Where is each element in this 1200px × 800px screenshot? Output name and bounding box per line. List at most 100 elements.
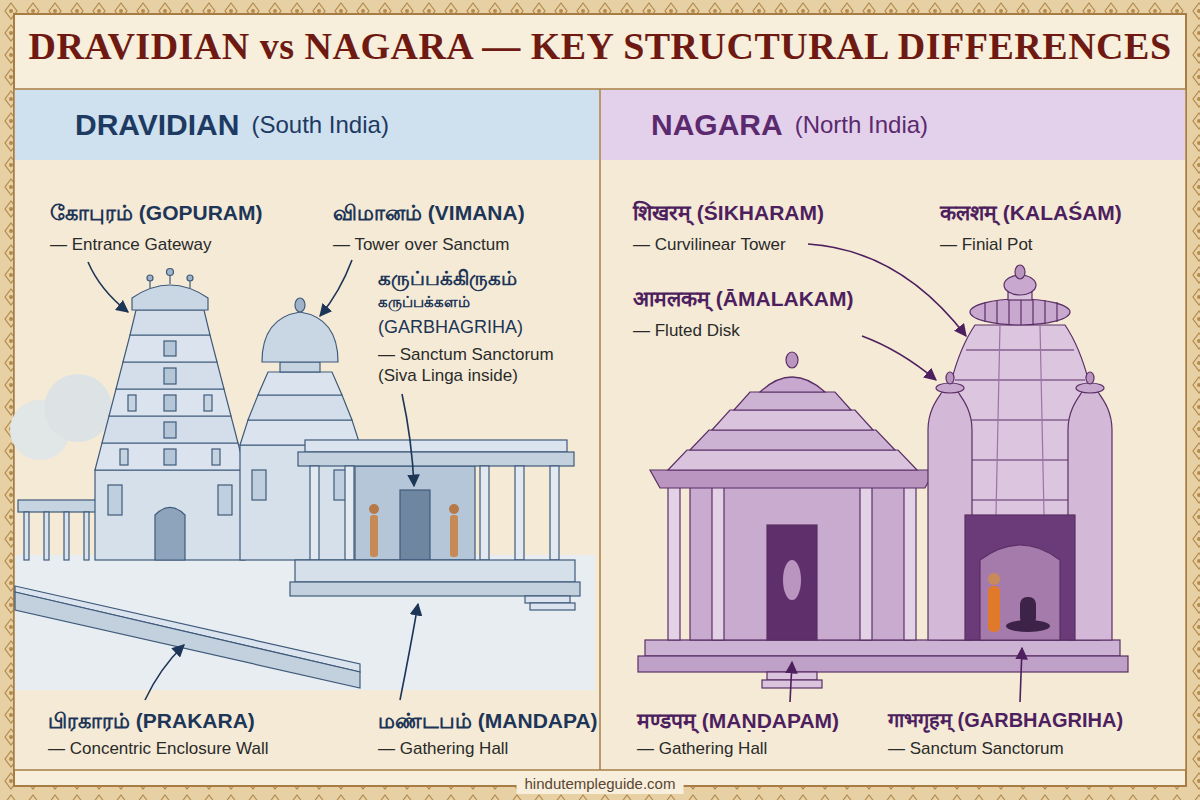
leader-lines-part — [400, 604, 418, 700]
dravidian-temple-drawing-part — [400, 490, 430, 560]
dravidian-temple-drawing-part — [258, 372, 342, 395]
dravidian-temple-drawing-part — [345, 466, 354, 560]
dravidian-temple-drawing-part — [164, 395, 176, 411]
panel-header: NAGARA (North India) — [601, 90, 1185, 160]
nagara-temple-drawing-part — [996, 300, 997, 324]
dravidian-temple-drawing-part — [123, 335, 217, 362]
nagara-temple-drawing-part — [760, 377, 825, 392]
nagara-temple-drawing-part — [668, 450, 917, 470]
part-name: பிரகாரம் (PRAKARA) — [48, 708, 255, 734]
nagara-temple-drawing-part — [712, 410, 873, 430]
part-description: — Fluted Disk — [633, 320, 740, 341]
dravidian-temple-drawing-part — [187, 275, 193, 281]
nagara-temple-drawing-part — [690, 430, 895, 450]
part-name: கருப்பக்களம் — [378, 293, 470, 312]
nagara-temple-drawing-part — [946, 372, 954, 384]
nagara-temple-drawing-part — [650, 470, 935, 488]
part-name: आमलकम् (ĀMALAKAM) — [633, 286, 853, 312]
dravidian-temple-drawing-part — [64, 512, 69, 560]
dravidian-temple-drawing-part — [84, 512, 89, 560]
dravidian-temple-drawing-part — [212, 449, 220, 465]
dravidian-temple-drawing-part — [102, 416, 238, 443]
part-description: — Gathering Hall — [637, 738, 767, 759]
nagara-temple-drawing-part — [690, 485, 910, 640]
watermark: hindutempleguide.com — [517, 775, 684, 794]
nagara-temple-drawing-part — [966, 349, 1074, 350]
nagara-temple-drawing-part — [955, 379, 1085, 380]
part-name: கருப்பக்கிருகம் — [378, 266, 517, 291]
dravidian-temple-drawing-part — [450, 515, 458, 557]
dravidian-temple-drawing-part — [44, 512, 49, 560]
leader-lines — [88, 244, 1022, 702]
nagara-temple-drawing-part — [1008, 299, 1009, 325]
dravidian-temple-drawing-part — [130, 310, 210, 335]
dravidian-temple-drawing-part — [295, 298, 305, 312]
leader-lines-part — [790, 662, 792, 702]
dravidian-temple-drawing-part — [550, 466, 559, 560]
dravidian-temple-drawing-part — [155, 508, 185, 561]
panel-subtitle: (South India) — [251, 111, 388, 139]
leader-lines-part — [402, 394, 414, 486]
nagara-temple-drawing-part — [988, 573, 1000, 585]
nagara-temple-drawing-part — [970, 299, 1070, 325]
dravidian-temple-drawing-part — [44, 374, 112, 442]
dravidian-temple-drawing-part — [164, 368, 176, 384]
part-name: गाभगृहम् (GARBHAGRIHA) — [888, 708, 1123, 733]
dravidian-temple-drawing-part — [15, 586, 360, 672]
dravidian-temple-drawing-part — [515, 466, 524, 560]
dravidian-temple-drawing-part — [132, 285, 208, 310]
leader-lines-part — [1020, 648, 1022, 702]
panel-title: DRAVIDIAN — [75, 108, 239, 142]
dravidian-temple-drawing-part — [305, 440, 567, 452]
part-description: — Entrance Gateway — [50, 234, 212, 255]
nagara-temple-drawing-part — [1086, 372, 1094, 384]
dravidian-temple-drawing-part — [262, 312, 338, 362]
part-description: — Tower over Sanctum — [333, 234, 509, 255]
dravidian-temple-drawing-part — [108, 485, 122, 515]
nagara-temple-drawing-part — [762, 680, 822, 688]
leader-lines-part — [88, 262, 128, 312]
panel-subtitle: (North India) — [795, 111, 928, 139]
dravidian-temple-drawing-part — [369, 504, 379, 514]
leader-lines-part — [320, 260, 352, 316]
dravidian-temple-drawing-part — [218, 485, 232, 515]
nagara-temple-drawing-part — [988, 586, 1000, 632]
title-text: DRAVIDIAN vs NAGARA — KEY STRUCTURAL DIF… — [28, 24, 1171, 68]
dravidian-temple-drawing-part — [355, 466, 475, 560]
part-name: மண்டபம் (MANDAPA) — [378, 708, 598, 734]
nagara-temple-drawing-part — [712, 485, 724, 640]
nagara-temple-drawing-part — [786, 352, 798, 368]
dravidian-temple-drawing-part — [120, 449, 128, 465]
leader-lines-part — [145, 645, 184, 700]
nagara-temple-drawing-part — [645, 640, 1120, 656]
dravidian-temple-drawing-part — [295, 560, 575, 582]
dravidian-temple-drawing-part — [204, 395, 212, 411]
ornamental-frame-part — [599, 89, 601, 770]
dravidian-temple-drawing-part — [298, 452, 574, 466]
dravidian-temple-drawing-part — [164, 422, 176, 438]
dravidian-temple-drawing-part — [167, 269, 174, 276]
nagara-temple-drawing-part — [860, 485, 872, 640]
ornamental-frame-part — [14, 89, 1186, 770]
part-description: — Finial Pot — [940, 234, 1033, 255]
nagara-temple-drawing-part — [1020, 299, 1021, 325]
dravidian-temple-drawing-part — [15, 555, 595, 690]
dravidian-temple-drawing-part — [480, 466, 489, 560]
panel-title: NAGARA — [651, 108, 783, 142]
dravidian-temple-drawing-part — [449, 504, 459, 514]
part-description: — Curvilinear Tower — [633, 234, 786, 255]
part-description: — Gathering Hall — [378, 738, 508, 759]
part-description: (GARBHAGRIHA) — [378, 316, 523, 339]
nagara-temple-drawing-part — [1056, 302, 1057, 322]
dravidian-temple-drawing-part — [109, 389, 231, 416]
dravidian-temple-drawing-part — [18, 500, 102, 512]
part-name: விமானம் (VIMANA) — [333, 200, 525, 226]
nagara-temple-drawing-part — [734, 392, 851, 410]
dravidian-temple-drawing-part — [164, 449, 176, 465]
part-name: शिखरम् (ŚIKHARAM) — [633, 200, 824, 226]
nagara-temple-drawing-part — [984, 302, 985, 322]
nagara-temple-drawing-part — [1020, 597, 1036, 625]
nagara-temple-drawing-part — [980, 545, 1060, 640]
part-description: — Sanctum Sanctorum (Siva Linga inside) — [378, 344, 583, 387]
